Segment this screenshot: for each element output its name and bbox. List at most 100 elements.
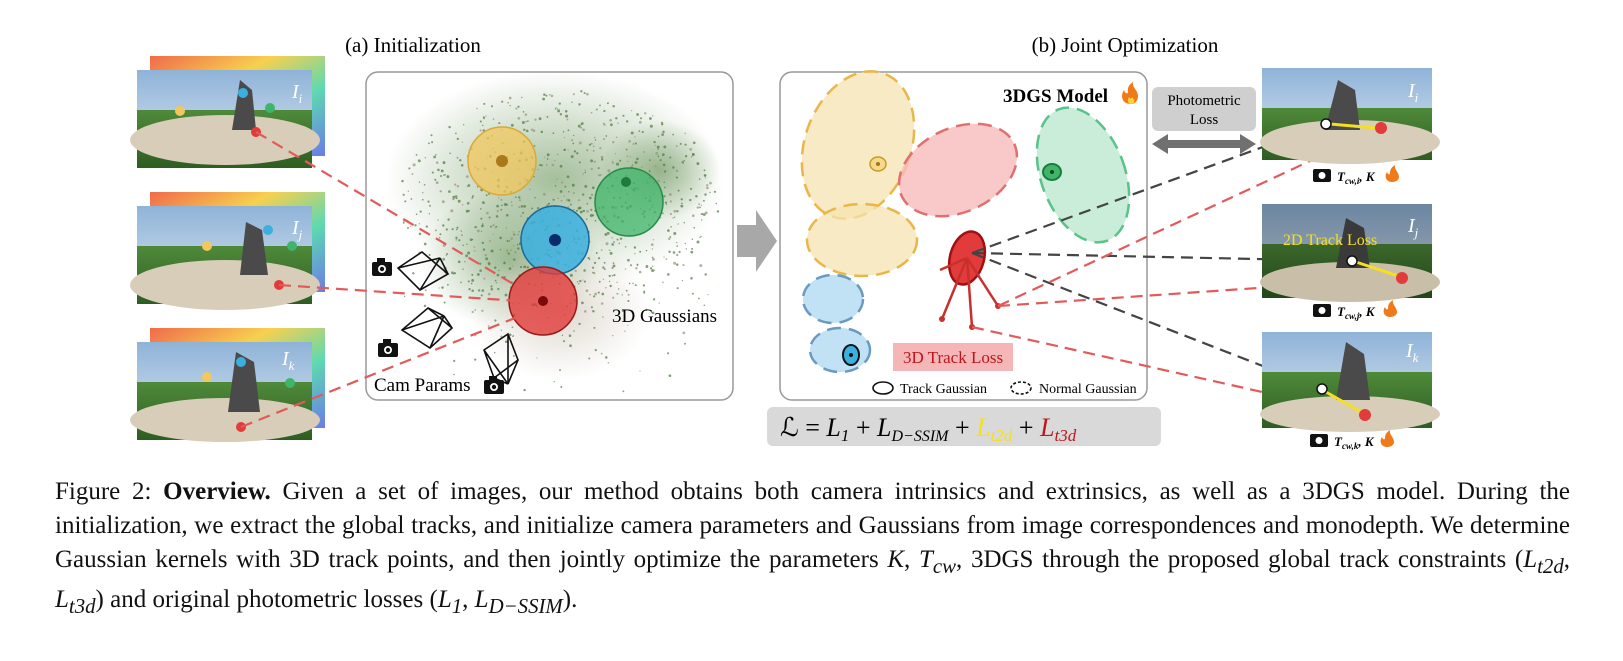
point-cloud-dot <box>588 196 592 200</box>
point-cloud-dot <box>438 287 440 289</box>
point-cloud-dot <box>487 292 491 296</box>
point-cloud-dot <box>505 203 509 206</box>
point-cloud-dot <box>595 108 598 111</box>
point-cloud-dot <box>448 190 451 193</box>
gaussians-label: 3D Gaussians <box>612 306 717 327</box>
point-cloud-dot <box>419 210 422 213</box>
point-cloud-dot <box>533 176 535 178</box>
point-cloud-dot <box>500 329 503 332</box>
point-cloud-dot <box>715 202 718 205</box>
point-cloud-dot <box>672 166 675 169</box>
point-cloud-dot <box>684 132 686 134</box>
gaussian-green <box>594 167 664 237</box>
point-cloud-dot <box>638 120 642 124</box>
point-cloud-dot <box>522 211 525 214</box>
point-cloud-dot <box>700 204 703 207</box>
point-cloud-dot <box>496 273 500 277</box>
point-cloud-dot <box>631 310 634 313</box>
point-cloud-dot <box>428 213 431 215</box>
point-cloud-dot <box>569 203 572 206</box>
point-cloud-dot <box>615 136 618 139</box>
point-cloud-dot <box>425 225 428 228</box>
point-cloud-dot <box>445 254 448 257</box>
point-cloud-dot <box>645 249 648 252</box>
point-cloud-dot <box>504 293 508 297</box>
point-cloud-dot <box>586 210 589 213</box>
point-cloud-dot <box>549 94 551 96</box>
point-cloud-dot <box>479 262 482 265</box>
point-cloud-dot <box>474 309 476 311</box>
point-cloud-dot <box>616 281 618 283</box>
point-cloud-dot <box>667 229 670 232</box>
point-cloud-dot <box>517 247 520 250</box>
point-cloud-dot <box>495 282 498 284</box>
point-cloud-dot <box>544 156 546 158</box>
point-cloud-dot <box>659 159 662 162</box>
point-cloud-dot <box>675 176 678 179</box>
point-cloud-dot <box>594 348 597 352</box>
point-cloud-dot <box>597 167 600 170</box>
point-cloud-dot <box>545 94 548 97</box>
point-cloud-dot <box>481 224 484 228</box>
point-cloud-dot <box>460 164 464 167</box>
point-cloud-dot <box>561 334 564 337</box>
point-cloud-dot <box>546 164 548 166</box>
point-cloud-dot <box>648 170 651 173</box>
point-cloud-dot <box>487 262 491 266</box>
point-cloud-dot <box>567 199 571 202</box>
point-cloud-dot <box>675 169 679 173</box>
point-cloud-dot <box>465 175 469 178</box>
point-cloud-dot <box>689 147 693 151</box>
point-cloud-dot <box>583 280 586 283</box>
point-cloud-dot <box>575 209 578 212</box>
point-cloud-dot <box>456 185 460 188</box>
point-cloud-dot <box>555 107 557 109</box>
point-cloud-dot <box>469 238 473 242</box>
point-cloud-dot <box>481 309 484 312</box>
camera-icon <box>484 376 504 394</box>
point-cloud-dot <box>653 269 656 272</box>
point-cloud-dot <box>404 200 407 203</box>
point-cloud-dot <box>512 244 515 247</box>
point-cloud-dot <box>627 258 630 262</box>
point-cloud-dot <box>443 301 446 304</box>
point-cloud-dot <box>553 159 556 162</box>
point-cloud-dot <box>713 190 717 193</box>
point-cloud-dot <box>590 159 594 163</box>
point-cloud-dot <box>611 266 614 269</box>
point-cloud-dot <box>597 174 601 177</box>
point-cloud-dot <box>603 268 606 271</box>
point-cloud-dot <box>445 228 448 231</box>
point-cloud-dot <box>455 195 458 198</box>
point-cloud-dot <box>516 243 519 246</box>
point-cloud-dot <box>468 288 471 291</box>
point-cloud-dot <box>696 162 700 166</box>
point-cloud-dot <box>608 274 611 278</box>
point-cloud-dot <box>474 225 477 229</box>
point-cloud-dot <box>597 291 600 294</box>
point-cloud-dot <box>672 133 674 136</box>
point-cloud-dot <box>619 159 622 162</box>
point-cloud-dot <box>614 152 617 155</box>
point-cloud-dot <box>592 150 595 152</box>
point-cloud-dot <box>477 273 480 276</box>
point-cloud-dot <box>498 197 500 199</box>
point-cloud-dot <box>508 333 512 337</box>
point-cloud-dot <box>669 200 672 203</box>
point-cloud-dot <box>569 344 572 348</box>
point-cloud-dot <box>435 259 438 262</box>
point-cloud-dot <box>635 267 638 270</box>
point-cloud-dot <box>698 297 700 300</box>
point-cloud-dot <box>561 181 564 184</box>
track-rays-3d <box>939 256 1000 328</box>
gaussian-blue-2 <box>808 326 872 374</box>
point-cloud-dot <box>481 241 484 245</box>
loss-eq-box <box>767 407 1161 446</box>
point-cloud-dot <box>684 242 686 245</box>
point-cloud-dot <box>665 258 668 260</box>
point-cloud-dot <box>518 205 521 209</box>
point-cloud-dot <box>649 124 653 128</box>
gaussian-green-large <box>1035 106 1131 244</box>
point-cloud-dot <box>619 237 623 240</box>
point-cloud-dot <box>508 267 512 270</box>
